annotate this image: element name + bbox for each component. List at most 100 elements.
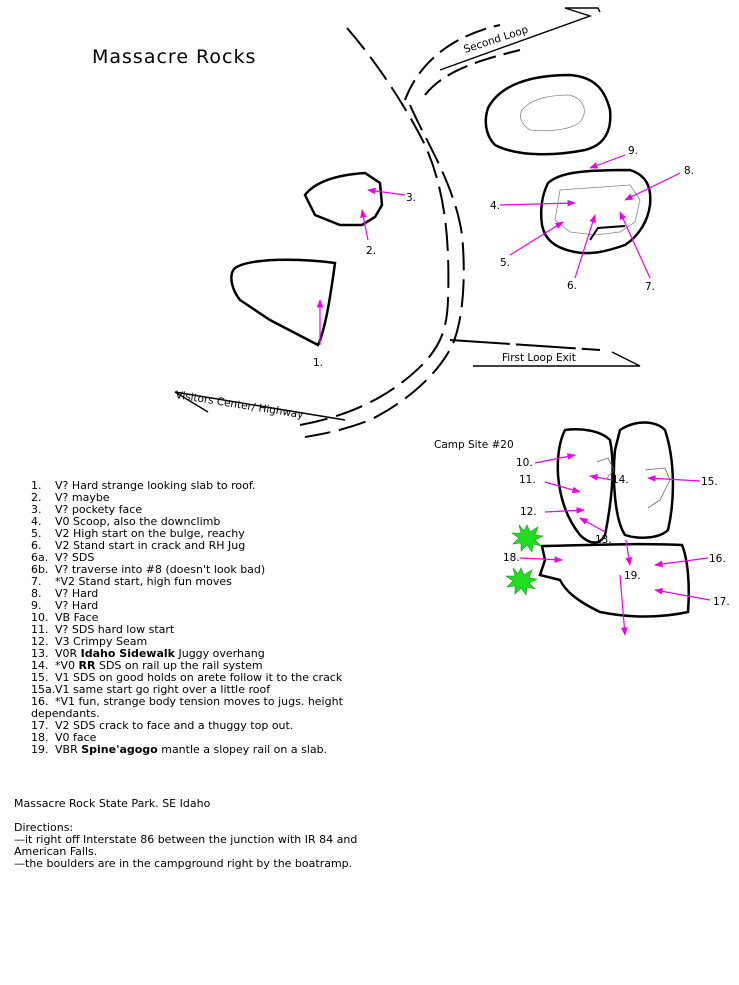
problem-number: 2. <box>31 491 42 504</box>
problem-description: V? pockety face <box>55 503 143 516</box>
problem-number: 6b. <box>31 563 49 576</box>
arrow-2 <box>360 209 369 241</box>
boulder-camp-right-inner <box>644 467 671 509</box>
label-10: 10. <box>516 457 533 469</box>
first-loop-exit-label: First Loop Exit <box>502 352 576 364</box>
boulder-scoop <box>540 168 652 255</box>
problem-row: 15.V1 SDS on good holds on arete follow … <box>31 672 343 684</box>
label-18: 18. <box>503 552 520 564</box>
boulder-north <box>484 73 612 156</box>
boulder-north-inner <box>520 94 585 132</box>
label-9: 9. <box>628 145 638 157</box>
problem-number: 4. <box>31 515 42 528</box>
problem-description: V3 Crimpy Seam <box>55 635 148 648</box>
map-title: Massacre Rocks <box>92 46 256 68</box>
problem-name: Idaho Sidewalk <box>80 647 175 660</box>
problem-row: 11.V? SDS hard low start <box>31 624 343 636</box>
problem-row: 1.V? Hard strange looking slab to roof. <box>31 480 343 492</box>
problem-labels: 1. 2. 3. 4. 5. 6. 7. 8. 9. 10. 11. 12. 1… <box>313 145 730 608</box>
arrow-4 <box>499 199 576 207</box>
problem-description: *V2 Stand start, high fun moves <box>55 575 232 588</box>
label-12: 12. <box>520 506 537 518</box>
label-16: 16. <box>709 553 726 565</box>
problem-number: 3. <box>31 503 42 516</box>
trees <box>505 524 545 596</box>
problem-row: 7. *V2 Stand start, high fun moves <box>31 576 343 588</box>
footer: Massacre Rock State Park. SE Idaho Direc… <box>14 798 357 870</box>
arrow-12 <box>544 507 585 514</box>
problem-number: 5. <box>31 527 42 540</box>
problem-description: V? SDS <box>55 551 95 564</box>
camp-site-label: Camp Site #20 <box>434 439 514 451</box>
problem-row: 17.V2 SDS crack to face and a thuggy top… <box>31 720 343 732</box>
arrow-19 <box>619 574 628 636</box>
problem-number: 11. <box>31 623 49 636</box>
label-15: 15. <box>701 476 718 488</box>
problem-description: V0 face <box>55 731 97 744</box>
arrow-19-up <box>625 539 633 566</box>
problem-description: V1 same start go right over a little roo… <box>55 683 271 696</box>
problem-description-rest: SDS on rail up the rail system <box>95 659 263 672</box>
problem-number: 9. <box>31 599 42 612</box>
problem-row: 3. V? pockety face <box>31 504 343 516</box>
park-name: Massacre Rock State Park. SE Idaho <box>14 797 211 810</box>
problem-row: 13.V0R Idaho Sidewalk Juggy overhang <box>31 648 343 660</box>
problem-number: 16. <box>31 695 49 708</box>
problem-description: V? maybe <box>55 491 110 504</box>
problem-description: V0 Scoop, also the downclimb <box>55 515 221 528</box>
arrow-10 <box>534 453 576 464</box>
problem-description: V2 High start on the bulge, reachy <box>55 527 245 540</box>
arrow-14 <box>589 474 613 481</box>
boulder-long <box>538 542 690 618</box>
problem-number: 15a. <box>31 683 56 696</box>
problem-arrows <box>316 154 711 636</box>
problem-description-rest: Juggy overhang <box>174 647 265 660</box>
problem-list: 1.V? Hard strange looking slab to roof.2… <box>31 480 343 756</box>
problem-row: 9.V? Hard <box>31 600 343 612</box>
arrow-15 <box>647 475 701 482</box>
arrow-7 <box>619 211 651 279</box>
problem-description-rest: mantle a slopey rail on a slab. <box>157 743 328 756</box>
tree-icon <box>511 524 545 553</box>
problem-description: VB Face <box>55 611 99 624</box>
scoop-crack <box>589 225 626 241</box>
label-8: 8. <box>684 165 694 177</box>
problem-description: V? Hard strange looking slab to roof. <box>55 479 256 492</box>
problem-number: 6a. <box>31 551 49 564</box>
second-loop-road-edge <box>424 49 521 96</box>
problem-number: 8. <box>31 587 42 600</box>
problem-row: 18. V0 face <box>31 732 343 744</box>
first-loop-exit-road <box>449 339 601 351</box>
arrow-9 <box>589 154 626 169</box>
directions-line: —it right off Interstate 86 between the … <box>14 833 358 846</box>
main-road-left-edge <box>299 27 450 426</box>
directions-line: American Falls. <box>14 845 98 858</box>
directions-heading: Directions: <box>14 821 74 834</box>
label-1: 1. <box>313 357 323 369</box>
problem-number: 7. <box>31 575 42 588</box>
arrow-16 <box>654 557 709 568</box>
problem-description: V0R <box>55 647 81 660</box>
problem-row: 6.V2 Stand start in crack and RH Jug <box>31 540 343 552</box>
roads <box>299 24 601 438</box>
problem-row: 2. V? maybe <box>31 492 343 504</box>
label-14: 14. <box>612 474 629 486</box>
problem-row: 6b.V? traverse into #8 (doesn't look bad… <box>31 564 343 576</box>
second-loop-arrow <box>439 7 601 71</box>
problem-number: 10. <box>31 611 49 624</box>
problem-number: 19. <box>31 743 49 756</box>
problem-number: 18. <box>31 731 49 744</box>
problem-number: 17. <box>31 719 49 732</box>
label-5: 5. <box>500 257 510 269</box>
visitors-center-arrow <box>174 391 346 421</box>
label-19: 19. <box>624 570 641 582</box>
problem-row: 14.*V0 RR SDS on rail up the rail system <box>31 660 343 672</box>
problem-name: Spine'agogo <box>81 743 158 756</box>
problem-description: V1 SDS on good holds on arete follow it … <box>55 671 343 684</box>
label-13: 13. <box>595 534 612 546</box>
problem-number: 12. <box>31 635 49 648</box>
label-17: 17. <box>713 596 730 608</box>
label-6: 6. <box>567 280 577 292</box>
label-11: 11. <box>519 474 536 486</box>
problem-description: V2 Stand start in crack and RH Jug <box>55 539 246 552</box>
